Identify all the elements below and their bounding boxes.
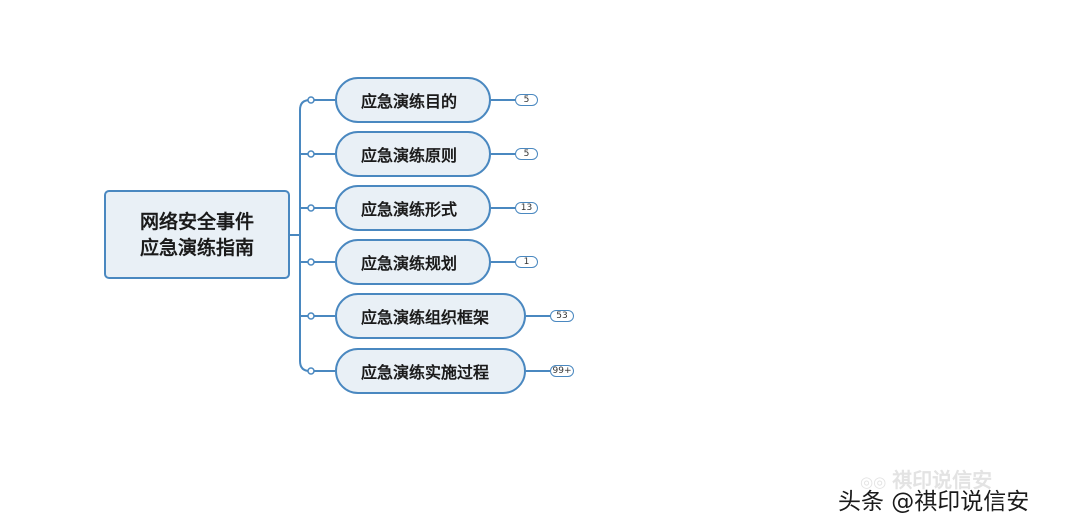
collapsed-count-badge[interactable]: 99+ (550, 365, 574, 377)
collapsed-count-badge[interactable]: 13 (515, 202, 538, 214)
topic-node[interactable]: 应急演练形式 (335, 185, 491, 231)
topic-label: 应急演练原则 (361, 146, 458, 165)
collapsed-count-badge[interactable]: 5 (515, 148, 538, 160)
topic-node[interactable]: 应急演练规划 (335, 239, 491, 285)
watermark-faint: ◎◎祺印说信安 (860, 468, 993, 492)
topic-label: 应急演练形式 (361, 200, 458, 219)
wechat-icon: ◎◎ (860, 473, 887, 491)
topic-node[interactable]: 应急演练组织框架 (335, 293, 526, 339)
central-topic-line-1: 网络安全事件 (139, 210, 254, 233)
topic-label: 应急演练目的 (361, 92, 458, 111)
junction-dot (307, 150, 315, 158)
topic-node[interactable]: 应急演练目的 (335, 77, 491, 123)
central-topic[interactable]: 网络安全事件 应急演练指南 (104, 190, 290, 279)
collapsed-count-badge[interactable]: 5 (515, 94, 538, 106)
junction-dot (307, 312, 315, 320)
collapsed-count-badge[interactable]: 1 (515, 256, 538, 268)
topic-label: 应急演练规划 (361, 254, 458, 273)
topic-node[interactable]: 应急演练原则 (335, 131, 491, 177)
junction-dot (307, 367, 315, 375)
topic-label: 应急演练实施过程 (361, 363, 490, 382)
junction-dot (307, 96, 315, 104)
central-topic-line-2: 应急演练指南 (139, 236, 254, 259)
watermark: 头条 @祺印说信安 (838, 489, 1030, 515)
topic-label: 应急演练组织框架 (361, 308, 490, 327)
junction-dot (307, 258, 315, 266)
junction-dot (307, 204, 315, 212)
collapsed-count-badge[interactable]: 53 (550, 310, 574, 322)
topic-node[interactable]: 应急演练实施过程 (335, 348, 526, 394)
